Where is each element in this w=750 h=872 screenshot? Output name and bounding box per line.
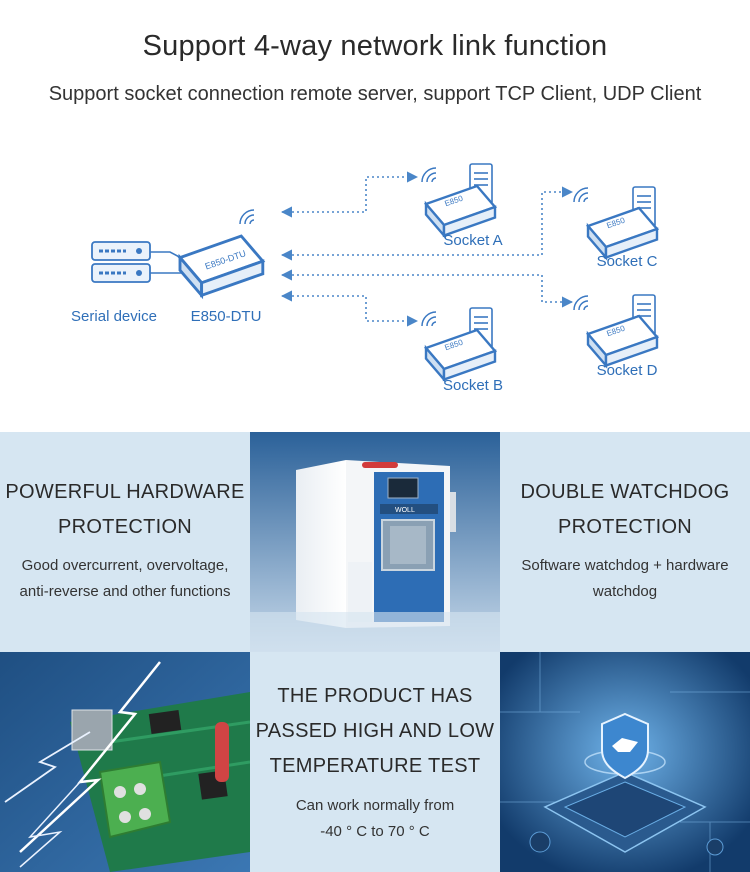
feature-title: POWERFUL HARDWARE xyxy=(5,481,245,503)
serial-device-label: Serial device xyxy=(71,308,157,325)
socket-b-label: Socket B xyxy=(443,377,503,394)
feature-title: DOUBLE WATCHDOG xyxy=(520,481,730,503)
feature-title: THE PRODUCT HAS xyxy=(277,685,473,707)
feature-desc: Good overcurrent, overvoltage, xyxy=(21,557,229,574)
feature-hardware-protection: POWERFUL HARDWARE PROTECTION Good overcu… xyxy=(0,432,250,652)
page-title: Support 4-way network link function xyxy=(142,30,608,62)
dtu-label: E850-DTU xyxy=(191,308,262,325)
dtu-device-icon: E850-DTU xyxy=(178,209,265,297)
feature-title: PROTECTION xyxy=(57,516,193,538)
feature-desc: Software watchdog + hardware xyxy=(521,557,729,574)
page-subtitle: Support socket connection remote server,… xyxy=(48,83,702,105)
feature-desc: Can work normally from xyxy=(295,797,455,814)
connection-lines xyxy=(280,171,574,327)
circuit-board-image xyxy=(0,652,250,872)
test-chamber-image: WOLL xyxy=(250,432,500,652)
feature-title: PASSED HIGH AND LOW xyxy=(255,720,495,742)
chamber-brand-text: WOLL xyxy=(395,507,415,514)
socket-d-device: E850 xyxy=(573,294,659,367)
socket-c-label: Socket C xyxy=(597,253,658,270)
socket-b-device: E850 xyxy=(421,307,497,381)
socket-a-label: Socket A xyxy=(443,232,502,249)
serial-device-icon xyxy=(91,241,151,283)
socket-d-label: Socket D xyxy=(597,362,658,379)
socket-a-device: E850 xyxy=(421,163,497,237)
feature-desc: anti-reverse and other functions xyxy=(19,583,231,600)
network-diagram: E850-DTU Serial device E850-DTU E850 Soc… xyxy=(71,163,659,394)
feature-title: PROTECTION xyxy=(557,516,693,538)
socket-c-device: E850 xyxy=(573,186,659,259)
feature-watchdog-protection: DOUBLE WATCHDOG PROTECTION Software watc… xyxy=(500,432,750,652)
feature-desc: -40 ° C to 70 ° C xyxy=(320,823,430,840)
feature-desc: watchdog xyxy=(592,583,658,600)
security-chip-image xyxy=(500,652,750,872)
feature-grid: POWERFUL HARDWARE PROTECTION Good overcu… xyxy=(0,432,750,872)
feature-temperature-test: THE PRODUCT HAS PASSED HIGH AND LOW TEMP… xyxy=(250,652,500,872)
feature-title: TEMPERATURE TEST xyxy=(269,755,481,777)
